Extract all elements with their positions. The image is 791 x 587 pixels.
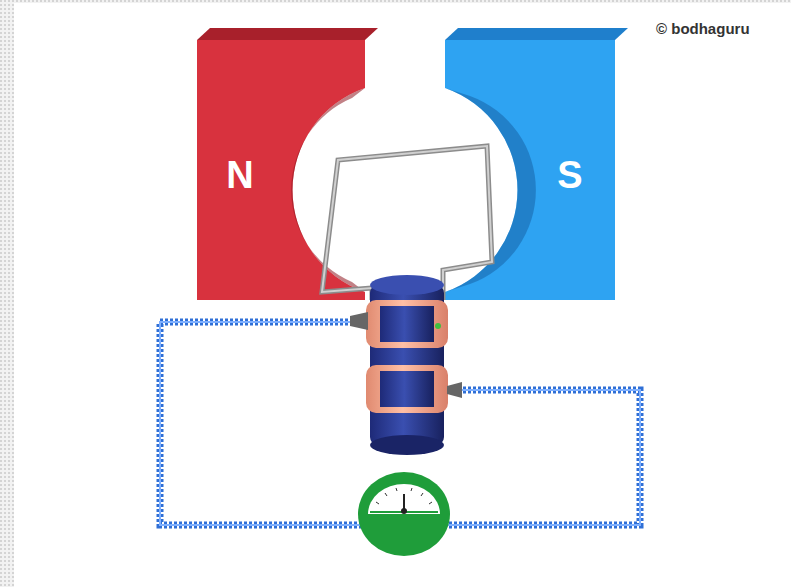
watermark: © bodhaguru bbox=[656, 20, 750, 37]
magnet-top bbox=[197, 28, 378, 40]
brush bbox=[350, 312, 368, 330]
armature-coil-highlight bbox=[322, 146, 492, 300]
magnet-pole: S bbox=[530, 130, 610, 220]
border-strip bbox=[0, 0, 791, 3]
border-strip bbox=[0, 0, 14, 587]
pole-letter: N bbox=[226, 156, 253, 194]
shaft-end bbox=[370, 275, 444, 295]
magnet-pole: N bbox=[200, 130, 280, 220]
slip-ring bbox=[366, 300, 448, 348]
contact-point bbox=[435, 323, 441, 329]
south-magnet bbox=[445, 40, 615, 300]
galvanometer-dial bbox=[368, 484, 440, 514]
pole-letter: S bbox=[557, 156, 582, 194]
armature-coil bbox=[322, 146, 492, 300]
shaft bbox=[380, 371, 434, 407]
shaft bbox=[380, 306, 434, 342]
north-magnet bbox=[197, 40, 365, 300]
needle-pivot bbox=[401, 508, 407, 514]
brush bbox=[447, 382, 462, 398]
slip-ring bbox=[366, 365, 448, 413]
magnet-top bbox=[445, 28, 628, 40]
shaft-end bbox=[370, 435, 444, 455]
galvanometer bbox=[358, 472, 450, 556]
